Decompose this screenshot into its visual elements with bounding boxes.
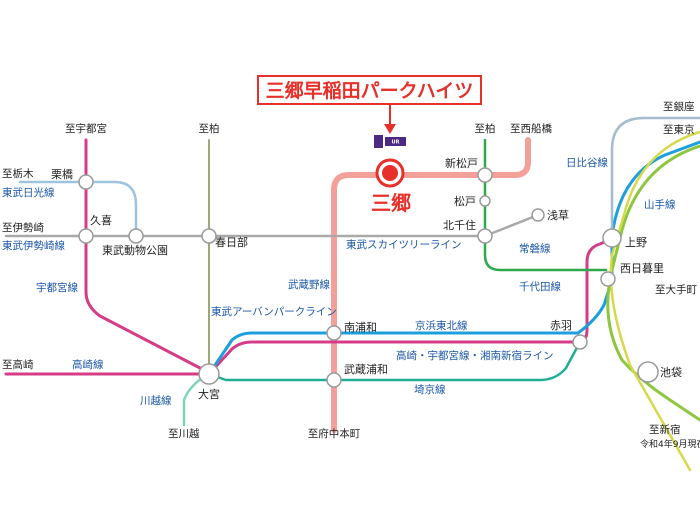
dest-kashiwa-1: 至柏 (199, 122, 220, 135)
station-node-ueno (602, 228, 622, 248)
line-label-chiyoda: 千代田線 (519, 280, 561, 293)
station-label-kuki: 久喜 (90, 214, 112, 227)
station-node-shin-matsudo (477, 167, 493, 183)
highlight-title-box (257, 75, 482, 105)
dest-nishi-funabashi: 至西船橋 (510, 122, 552, 135)
line-label-musashino: 武蔵野線 (288, 278, 330, 291)
station-node-kasukabe (201, 228, 217, 244)
line-label-tobu-urban-park: 東武アーバンパークライン (211, 305, 337, 318)
line-label-tobu-isesaki: 東武伊勢崎線 (2, 239, 65, 252)
musashino-line (331, 137, 531, 433)
dest-kawagoe: 至川越 (168, 427, 200, 440)
station-label-omiya: 大宮 (198, 387, 220, 401)
yellow-line (609, 130, 700, 472)
station-node-ikebukuro (637, 361, 659, 383)
chiyoda-line (483, 138, 608, 272)
line-label-kawagoe: 川越線 (140, 394, 172, 407)
dest-fuchu-hommachi: 至府中本町 (308, 427, 361, 440)
highlight-title: 三郷早稲田パークハイツ (266, 79, 474, 102)
station-nodes (78, 167, 659, 388)
station-node-tobu-dobutsu-koen (128, 228, 144, 244)
destination-labels: 至宇都宮 至柏 至柏 至西船橋 至銀座 至東京 至栃木 至伊勢崎 至高崎 至川越… (2, 100, 697, 440)
ur-logo: UR (374, 135, 406, 148)
station-label-nishi-nippori: 西日暮里 (620, 261, 664, 275)
station-label-shin-matsudo: 新松戸 (445, 156, 478, 170)
tobu-nikko-line (18, 180, 138, 238)
station-node-minami-urawa (326, 325, 342, 341)
line-label-keihin-tohoku: 京浜東北線 (415, 319, 468, 332)
station-label-asakusa: 浅草 (547, 209, 569, 222)
ur-logo-text: UR (392, 140, 400, 146)
asakusa-branch (483, 213, 540, 238)
station-node-kuki (78, 228, 94, 244)
dest-kashiwa-2: 至柏 (475, 122, 496, 135)
station-label-matsudo: 松戸 (454, 194, 476, 208)
line-label-shonan-shinjuku: 高崎・宇都宮線・湘南新宿ライン (396, 349, 554, 362)
highlight-station-name: 三郷 (371, 191, 411, 215)
station-label-ueno: 上野 (625, 236, 647, 249)
dest-utsunomiya: 至宇都宮 (65, 122, 107, 135)
dest-tochigi: 至栃木 (2, 167, 34, 180)
line-label-utsunomiya: 宇都宮線 (36, 281, 78, 294)
dest-isesaki: 至伊勢崎 (2, 221, 44, 234)
station-label-kurihashi: 栗橋 (51, 167, 73, 181)
station-node-matsudo (479, 195, 491, 207)
station-label-kasukabe: 春日部 (215, 235, 248, 249)
dest-ginza: 至銀座 (663, 100, 695, 113)
station-node-musashi-urawa (326, 372, 342, 388)
line-label-saikyo: 埼京線 (414, 383, 446, 396)
line-label-tobu-skytree: 東武スカイツリーライン (346, 238, 462, 251)
station-label-minami-urawa: 南浦和 (344, 321, 377, 334)
dest-takasaki: 至高崎 (2, 358, 34, 371)
saikyo-line (207, 340, 582, 382)
station-label-kita-senju: 北千住 (443, 218, 476, 232)
dest-tokyo: 至東京 (663, 123, 695, 136)
station-node-nishi-nippori (600, 271, 616, 287)
station-label-akabane: 赤羽 (550, 319, 572, 332)
line-label-takasaki: 高崎線 (72, 358, 104, 371)
highlight-arrow-head (384, 124, 396, 134)
station-label-tobu-dobutsu-koen: 東武動物公園 (102, 243, 168, 257)
line-labels: 東武日光線 東武伊勢崎線 宇都宮線 高崎線 川越線 東武アーバンパークライン 武… (2, 156, 676, 407)
station-node-omiya (198, 363, 220, 385)
station-node-akabane (572, 334, 588, 350)
highlight-station-marker (375, 158, 405, 188)
dest-otemachi: 至大手町 (655, 283, 697, 296)
utsunomiya-line (84, 138, 202, 370)
rail-lines (4, 116, 700, 472)
line-label-yamanote: 山手線 (644, 198, 676, 211)
station-labels: 栗橋 久喜 東武動物公園 春日部 大宮 南浦和 武蔵浦和 新松戸 松戸 北千住 … (51, 156, 682, 401)
hibiya-line (610, 116, 700, 238)
station-node-asakusa (531, 208, 545, 222)
line-label-hibiya: 日比谷線 (566, 156, 608, 169)
date-note: 令和4年9月現在 (640, 438, 700, 450)
station-label-ikebukuro: 池袋 (660, 365, 682, 379)
keihin-tohoku-line (207, 140, 700, 376)
station-label-musashi-urawa: 武蔵浦和 (344, 363, 388, 376)
line-label-joban: 常磐線 (519, 242, 551, 255)
line-label-tobu-nikko: 東武日光線 (2, 186, 55, 199)
station-node-kita-senju (477, 228, 493, 244)
dest-shinjuku: 至新宿 (649, 423, 681, 436)
station-node-kurihashi (78, 174, 94, 190)
